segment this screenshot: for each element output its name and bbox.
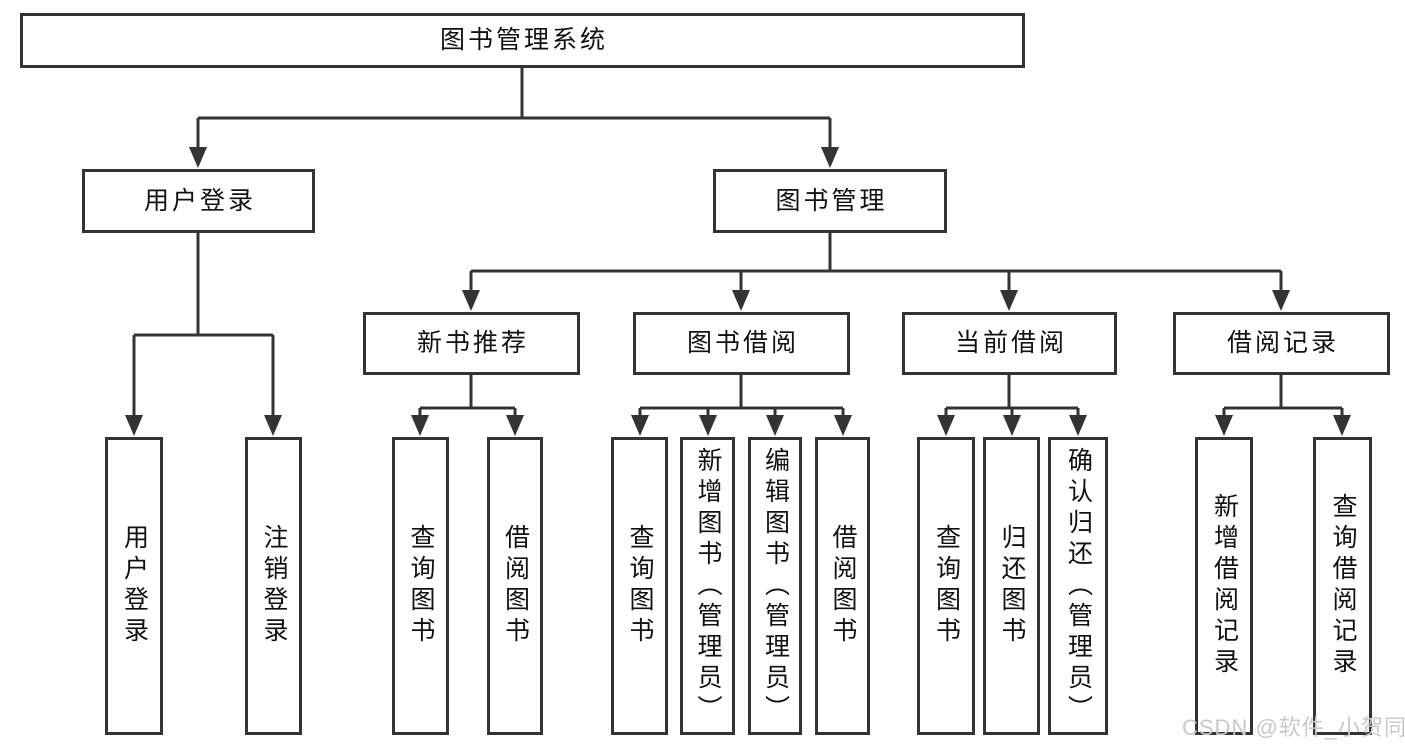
- node-leaf-confirm-return-admin: 确认归还（管理员）: [1048, 437, 1108, 735]
- arrowhead-icon: [1215, 415, 1233, 436]
- node-label: 图书管理: [775, 186, 888, 215]
- node-new-book-recommend: 新书推荐: [363, 312, 580, 375]
- node-leaf-borrow-books-1: 借阅图书: [487, 437, 543, 735]
- connector-line: [469, 233, 1283, 294]
- node-leaf-borrow-books-2: 借阅图书: [815, 437, 870, 735]
- node-label: 图书管理系统: [439, 26, 608, 54]
- watermark-text: CSDN @软件_小贺同学: [1182, 715, 1405, 740]
- node-label: 借阅图书: [829, 524, 857, 648]
- node-label: 借阅图书: [501, 524, 530, 648]
- node-leaf-user-login: 用户登录: [105, 437, 163, 735]
- node-label: 查询图书: [932, 524, 961, 648]
- arrowhead-icon: [766, 415, 784, 436]
- arrowhead-icon: [732, 290, 750, 311]
- node-leaf-query-borrow-record: 查询借阅记录: [1313, 437, 1372, 735]
- node-label: 图书借阅: [686, 329, 799, 357]
- node-label: 新增借阅记录: [1210, 493, 1239, 679]
- node-label: 确认归还（管理员）: [1064, 446, 1093, 726]
- arrowhead-icon: [506, 415, 524, 436]
- arrowhead-icon: [1003, 415, 1021, 436]
- node-borrowing-records: 借阅记录: [1173, 312, 1390, 375]
- arrowhead-icon: [411, 415, 429, 436]
- connector-line: [132, 233, 275, 419]
- node-label: 查询图书: [626, 524, 654, 648]
- connector-line: [638, 375, 845, 419]
- connector-line: [944, 375, 1080, 419]
- node-root-library-system: 图书管理系统: [20, 13, 1025, 68]
- node-label: 当前借阅: [954, 329, 1067, 357]
- connector-line: [418, 375, 517, 419]
- arrowhead-icon: [189, 147, 207, 168]
- node-label: 查询借阅记录: [1329, 493, 1357, 679]
- node-leaf-query-books-2: 查询图书: [611, 437, 668, 735]
- arrowhead-icon: [1000, 290, 1018, 311]
- arrowhead-icon: [631, 415, 649, 436]
- arrowhead-icon: [264, 415, 282, 436]
- node-label: 用户登录: [143, 186, 256, 215]
- node-book-borrowing: 图书借阅: [633, 312, 850, 375]
- node-current-borrowing: 当前借阅: [902, 312, 1117, 375]
- node-user-login: 用户登录: [82, 169, 315, 233]
- connector-line: [196, 68, 832, 151]
- node-label: 借阅记录: [1226, 329, 1339, 357]
- node-leaf-add-books-admin: 新增图书（管理员）: [680, 437, 735, 735]
- node-leaf-query-books-1: 查询图书: [392, 437, 449, 735]
- node-label: 用户登录: [120, 524, 149, 648]
- arrowhead-icon: [462, 290, 480, 311]
- arrowhead-icon: [1272, 290, 1290, 311]
- arrowhead-icon: [699, 415, 717, 436]
- arrowhead-icon: [1069, 415, 1087, 436]
- arrowhead-icon: [937, 415, 955, 436]
- connector-line: [1222, 375, 1344, 419]
- node-leaf-add-borrow-record: 新增借阅记录: [1195, 437, 1253, 735]
- node-label: 新书推荐: [416, 329, 529, 357]
- node-leaf-return-books: 归还图书: [983, 437, 1040, 735]
- arrowhead-icon: [125, 415, 143, 436]
- node-leaf-query-books-3: 查询图书: [917, 437, 975, 735]
- node-label: 查询图书: [407, 524, 435, 648]
- arrowhead-icon: [834, 415, 852, 436]
- node-label: 新增图书（管理员）: [694, 446, 722, 726]
- node-label: 归还图书: [998, 524, 1026, 648]
- node-leaf-edit-books-admin: 编辑图书（管理员）: [748, 437, 802, 735]
- node-book-management: 图书管理: [713, 169, 947, 233]
- arrowhead-icon: [821, 147, 839, 168]
- node-leaf-logout: 注销登录: [245, 437, 302, 735]
- node-label: 编辑图书（管理员）: [761, 446, 790, 726]
- node-label: 注销登录: [260, 524, 288, 648]
- arrowhead-icon: [1333, 415, 1351, 436]
